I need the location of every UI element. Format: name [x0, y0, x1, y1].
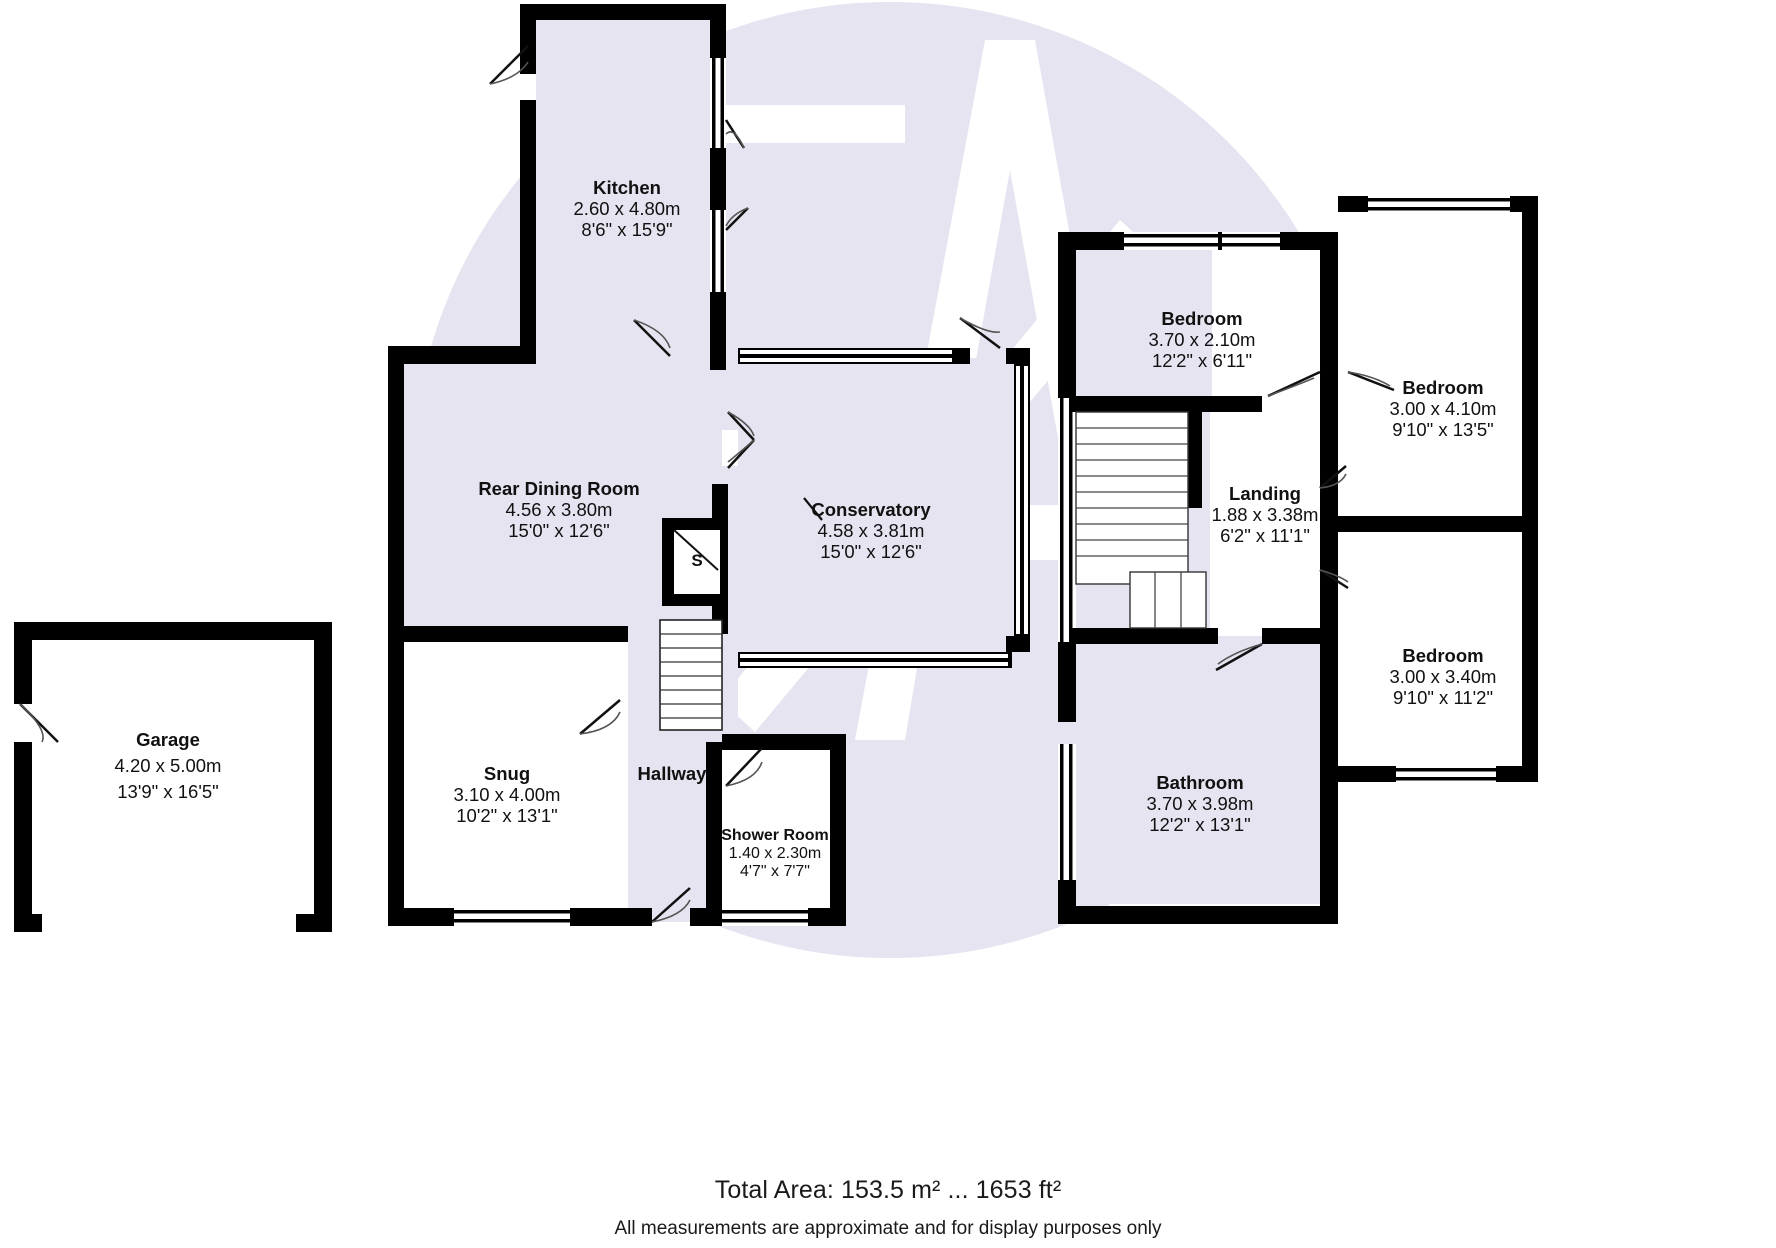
- room-label-shower-metric: 1.40 x 2.30m: [729, 845, 822, 862]
- room-label-bedroom1-imperial: 12'2" x 6'11": [1152, 350, 1252, 371]
- room-label-shower-imperial: 4'7" x 7'7": [740, 863, 810, 880]
- label-landing: Landing 1.88 x 3.38m 6'2" x 11'1": [1212, 483, 1319, 546]
- room-label-snug-imperial: 10'2" x 13'1": [456, 805, 557, 826]
- label-conservatory: Conservatory 4.58 x 3.81m 15'0" x 12'6": [811, 499, 931, 562]
- ground-floor-block: S: [388, 4, 1030, 926]
- room-label-hallway-name: Hallway: [638, 763, 708, 784]
- label-bedroom-3: Bedroom 3.00 x 3.40m 9'10" x 11'2": [1390, 645, 1497, 708]
- room-label-garage-metric: 4.20 x 5.00m: [115, 755, 222, 776]
- room-label-conservatory-metric: 4.58 x 3.81m: [818, 520, 925, 541]
- room-label-landing-metric: 1.88 x 3.38m: [1212, 504, 1319, 525]
- label-bedroom-1: Bedroom 3.70 x 2.10m 12'2" x 6'11": [1149, 308, 1256, 371]
- window-bedroom1-top: [1124, 232, 1280, 250]
- garage-block: [14, 622, 332, 932]
- storage-cupboard-box: [662, 518, 720, 606]
- room-label-landing-name: Landing: [1229, 483, 1301, 504]
- label-rear-dining-room: Rear Dining Room 4.56 x 3.80m 15'0" x 12…: [478, 478, 639, 541]
- room-label-bathroom-imperial: 12'2" x 13'1": [1149, 814, 1250, 835]
- room-label-bedroom2-name: Bedroom: [1402, 377, 1483, 398]
- label-shower-room: Shower Room 1.40 x 2.30m 4'7" x 7'7": [721, 827, 829, 880]
- room-label-bedroom3-imperial: 9'10" x 11'2": [1393, 687, 1493, 708]
- room-label-dining-name: Rear Dining Room: [478, 478, 639, 499]
- room-label-garage-name: Garage: [136, 729, 200, 750]
- room-label-bedroom2-imperial: 9'10" x 13'5": [1392, 419, 1493, 440]
- window-kitchen-right-2: [710, 210, 726, 292]
- room-label-bathroom-metric: 3.70 x 3.98m: [1147, 793, 1254, 814]
- room-label-bedroom1-name: Bedroom: [1161, 308, 1242, 329]
- label-kitchen: Kitchen 2.60 x 4.80m 8'6" x 15'9": [574, 177, 681, 240]
- room-label-conservatory-imperial: 15'0" x 12'6": [820, 541, 921, 562]
- room-label-conservatory-name: Conservatory: [811, 499, 931, 520]
- storage-cupboard-label: S: [691, 551, 702, 570]
- room-label-dining-metric: 4.56 x 3.80m: [506, 499, 613, 520]
- label-bedroom-2: Bedroom 3.00 x 4.10m 9'10" x 13'5": [1390, 377, 1497, 440]
- window-left-upper: [1058, 398, 1076, 642]
- label-bathroom: Bathroom 3.70 x 3.98m 12'2" x 13'1": [1147, 772, 1254, 835]
- room-label-kitchen-name: Kitchen: [593, 177, 661, 198]
- total-area-text: Total Area: 153.5 m² ... 1653 ft²: [714, 1176, 1062, 1204]
- stairs-ground: [659, 619, 723, 731]
- room-label-bathroom-name: Bathroom: [1156, 772, 1243, 793]
- window-left-lower: [1058, 744, 1076, 880]
- window-snug-bottom: [454, 908, 570, 926]
- room-label-bedroom1-metric: 3.70 x 2.10m: [1149, 329, 1256, 350]
- window-shower-bottom: [716, 908, 808, 926]
- first-floor-block: [1058, 196, 1538, 924]
- room-label-dining-imperial: 15'0" x 12'6": [508, 520, 609, 541]
- window-bedroom3-bottom: [1396, 766, 1496, 782]
- room-label-kitchen-imperial: 8'6" x 15'9": [581, 219, 672, 240]
- room-label-bedroom2-metric: 3.00 x 4.10m: [1390, 398, 1497, 419]
- window-bedroom2-top: [1364, 196, 1514, 212]
- room-label-kitchen-metric: 2.60 x 4.80m: [574, 198, 681, 219]
- label-hallway: Hallway: [638, 763, 708, 784]
- label-garage: Garage 4.20 x 5.00m 13'9" x 16'5": [115, 729, 222, 802]
- room-label-snug-metric: 3.10 x 4.00m: [454, 784, 561, 805]
- room-label-landing-imperial: 6'2" x 11'1": [1220, 525, 1310, 546]
- stairs-first: [1075, 411, 1207, 629]
- room-label-garage-imperial: 13'9" x 16'5": [117, 781, 218, 802]
- room-label-bedroom3-name: Bedroom: [1402, 645, 1483, 666]
- conservatory-structure: [738, 317, 1030, 668]
- room-label-shower-name: Shower Room: [721, 827, 829, 844]
- label-snug: Snug 3.10 x 4.00m 10'2" x 13'1": [454, 763, 561, 826]
- room-label-bedroom3-metric: 3.00 x 3.40m: [1390, 666, 1497, 687]
- room-label-snug-name: Snug: [484, 763, 530, 784]
- window-kitchen-right-1: [710, 58, 726, 148]
- disclaimer-text: All measurements are approximate and for…: [614, 1218, 1162, 1239]
